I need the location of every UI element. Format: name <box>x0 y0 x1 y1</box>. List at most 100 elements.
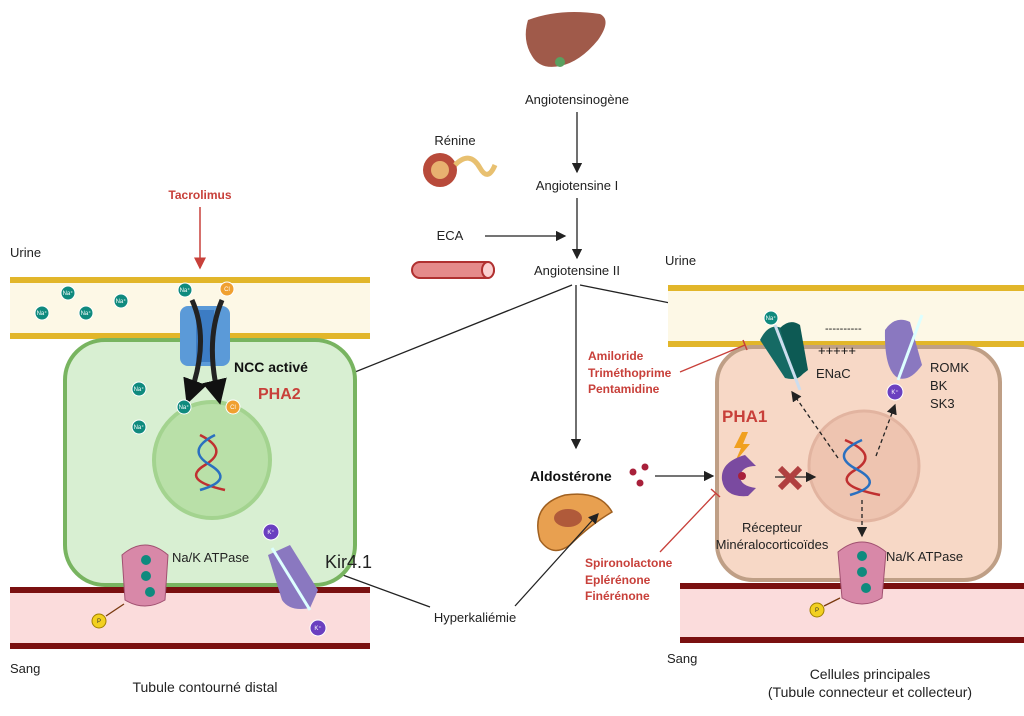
left-urine-label: Urine <box>10 245 41 260</box>
na-k-atpase-pump <box>837 541 887 605</box>
liver-icon <box>525 12 606 67</box>
sodium-ion: Na⁺ <box>131 419 147 435</box>
angiotensinogen-label: Angiotensinogène <box>525 92 629 107</box>
svg-text:Na⁺: Na⁺ <box>134 424 145 431</box>
sodium-ion: Na⁺ <box>176 399 192 415</box>
svg-text:Na⁺: Na⁺ <box>37 310 48 317</box>
sodium-ion: Na⁺ <box>60 285 76 301</box>
right-caption: Cellules principales <box>810 666 931 682</box>
trimethoprim-label: Triméthoprime <box>588 366 672 380</box>
ace-label: ECA <box>437 228 464 243</box>
arrow <box>202 299 227 405</box>
kir41-channel <box>268 545 318 611</box>
minus-charges: ---------- <box>825 323 862 335</box>
svg-text:Na⁺: Na⁺ <box>63 290 74 297</box>
sodium-ion: Na⁺ <box>131 381 147 397</box>
mineralocorticoid-receptor <box>721 455 756 497</box>
pentamidine-label: Pentamidine <box>588 382 660 396</box>
bk-label: BK <box>930 378 948 393</box>
svg-text:Na⁺: Na⁺ <box>179 404 190 411</box>
aldosterone-molecules-icon <box>629 463 649 487</box>
angiotensin1-label: Angiotensine I <box>536 178 618 193</box>
sodium-ion: Na⁺ <box>78 305 94 321</box>
phosphate: P <box>91 613 107 629</box>
receptor-label: Récepteur <box>742 520 803 535</box>
kir41-label: Kir4.1 <box>325 552 372 572</box>
inhibition-line <box>659 492 717 553</box>
svg-text:Cl: Cl <box>224 287 230 293</box>
svg-text:Na⁺: Na⁺ <box>116 298 127 305</box>
left-caption: Tubule contourné distal <box>132 679 277 695</box>
right-blood-label: Sang <box>667 651 697 666</box>
right-caption-2: (Tubule connecteur et collecteur) <box>768 684 972 700</box>
receptor-label-2: Minéralocorticoïdes <box>716 537 829 552</box>
pha2-label: PHA2 <box>258 386 301 403</box>
kidney-icon <box>423 153 498 187</box>
line <box>339 573 431 608</box>
left-pump-label: Na/K ATPase <box>172 550 249 565</box>
svg-text:K⁺: K⁺ <box>891 389 898 396</box>
eplerenone-label: Eplérénone <box>585 573 651 587</box>
svg-text:K⁺: K⁺ <box>267 529 274 536</box>
angiotensin2-label: Angiotensine II <box>534 263 620 278</box>
vessel-icon <box>411 261 495 279</box>
dna-icon <box>842 438 881 497</box>
amiloride-label: Amiloride <box>588 349 644 363</box>
ncc-transporter <box>180 306 230 366</box>
blocked-x-icon <box>777 465 803 491</box>
chloride-ion: Cl <box>219 281 235 297</box>
dashed-arrow <box>875 403 897 457</box>
left-blood-label: Sang <box>10 661 40 676</box>
lightning-icon <box>734 432 750 462</box>
arrow <box>328 284 573 384</box>
inhibition-line <box>679 344 746 373</box>
renin-label: Rénine <box>434 133 475 148</box>
svg-text:P: P <box>97 619 101 625</box>
romk-label: ROMK <box>930 360 969 375</box>
finerenone-label: Finérénone <box>585 589 650 603</box>
svg-text:Na⁺: Na⁺ <box>180 287 191 294</box>
svg-text:Na⁺: Na⁺ <box>134 386 145 393</box>
sk3-label: SK3 <box>930 396 955 411</box>
aldosterone-label: Aldostérone <box>530 468 612 484</box>
ncc-active-label: NCC activé <box>234 359 308 375</box>
tacrolimus-label: Tacrolimus <box>168 188 231 202</box>
sodium-ion: Na⁺ <box>763 310 779 326</box>
line <box>105 603 125 617</box>
potassium-ion: K⁺ <box>309 619 327 637</box>
adrenal-gland-icon <box>537 493 614 552</box>
hyperkalemia-label: Hyperkaliémie <box>434 610 516 625</box>
dna-icon <box>194 433 226 492</box>
potassium-ion: K⁺ <box>886 383 904 401</box>
arrow <box>514 513 599 607</box>
enac-label: ENaC <box>816 366 851 381</box>
spironolactone-label: Spironolactone <box>585 556 673 570</box>
chloride-ion: Cl <box>225 399 241 415</box>
sodium-ion: Na⁺ <box>34 305 50 321</box>
svg-text:P: P <box>815 608 819 614</box>
romk-channel <box>884 314 924 381</box>
plus-charges: +++++ <box>818 343 856 358</box>
arrow <box>183 298 207 405</box>
line <box>823 597 841 607</box>
phosphate: P <box>809 602 825 618</box>
sodium-ion: Na⁺ <box>177 282 193 298</box>
svg-text:Na⁺: Na⁺ <box>81 310 92 317</box>
right-urine-label: Urine <box>665 253 696 268</box>
na-k-atpase-pump <box>121 544 169 607</box>
enac-channel <box>760 322 808 391</box>
inhibition-bar <box>710 488 721 498</box>
pha1-label: PHA1 <box>722 407 767 426</box>
svg-text:Cl: Cl <box>230 405 236 411</box>
sodium-ion: Na⁺ <box>113 293 129 309</box>
inhibition-bar <box>742 339 748 351</box>
svg-text:Na⁺: Na⁺ <box>766 315 777 322</box>
right-urine-lumen <box>668 285 1024 347</box>
potassium-ion: K⁺ <box>262 523 280 541</box>
nucleus <box>807 409 921 523</box>
right-pump-label: Na/K ATPase <box>886 549 963 564</box>
svg-text:K⁺: K⁺ <box>314 625 321 632</box>
left-blood-vessel <box>10 587 370 649</box>
